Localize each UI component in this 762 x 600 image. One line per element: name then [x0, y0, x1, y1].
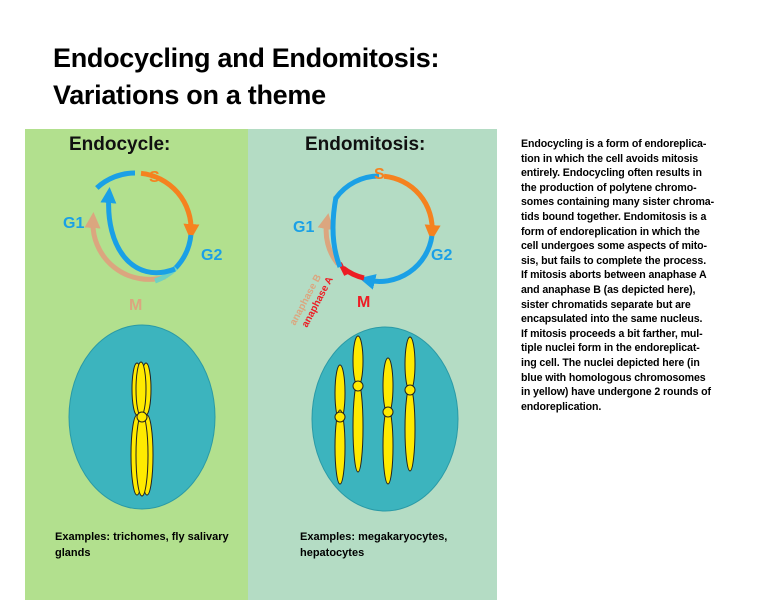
endocycle-g1-label: G1 [63, 215, 84, 232]
description-line: somes containing many sister chroma- [521, 196, 715, 209]
endomitosis-panel: Endomitosis: S G2 M G1 anaphase B anapha… [248, 129, 497, 600]
chromosome-3 [382, 357, 394, 485]
description-line: If mitosis proceeds a bit farther, mul- [521, 327, 703, 340]
title-line-2: Variations on a theme [53, 80, 326, 110]
endocycle-mg1-arc [154, 266, 178, 284]
description-line: endoreplication. [521, 400, 602, 413]
page-title: Endocycling and Endomitosis: Variations … [53, 40, 439, 114]
description-line: in yellow) have undergone 2 rounds of [521, 386, 711, 399]
description-line: Endocycling is a form of endoreplica- [521, 138, 707, 150]
description-line: entirely. Endocycling often results in [521, 167, 702, 180]
description-line: ing cell. The nuclei depicted here (in [521, 356, 700, 369]
endocycle-g2-arc [173, 234, 194, 271]
description-line: tiple nuclei form in the endoreplicat- [521, 342, 700, 355]
endocycle-s-label: S [149, 169, 160, 186]
endocycle-m-label: M [129, 297, 142, 314]
description-line: sister chromatids separate but are [521, 298, 691, 311]
endomitosis-examples: Examples: megakaryocytes, hepatocytes [300, 531, 448, 559]
endomitosis-g1-arc [333, 173, 380, 200]
endocycle-g1-arc [95, 170, 136, 190]
endomitosis-g1-label: G1 [293, 219, 314, 236]
description-line: the production of polytene chromo- [521, 181, 697, 194]
description-line: tids bound together. Endomitosis is a [521, 210, 707, 223]
endomitosis-m-label: M [357, 294, 370, 311]
endomitosis-diagram: S G2 M G1 anaphase B anaphase A [288, 166, 459, 512]
endocycle-m-arc [84, 212, 166, 282]
endomitosis-skip-arrow [330, 196, 343, 268]
endocycle-examples: Examples: trichomes, fly salivary glands [55, 531, 229, 559]
endocycle-g2-label: G2 [201, 247, 222, 264]
chromosome-2 [352, 335, 364, 473]
endomitosis-s-label: S [374, 166, 385, 183]
description-line: form of endoreplication in which the [521, 225, 700, 238]
endomitosis-g2-label: G2 [431, 247, 452, 264]
description-line: tion in which the cell avoids mitosis [521, 152, 699, 165]
description-line: encapsulated into the same nucleus. [521, 313, 703, 326]
endomitosis-g2-arc [359, 235, 435, 290]
polytene-centromere [136, 411, 148, 423]
description-line: If mitosis aborts between anaphase A [521, 269, 707, 282]
endocycle-s-arc [140, 170, 200, 240]
description-line: and anaphase B (as depicted here), [521, 283, 696, 296]
description-text: Endocycling is a form of endoreplica- ti… [521, 137, 754, 414]
description-line: sis, but fails to complete the process. [521, 254, 707, 267]
endomitosis-s-arc [383, 173, 441, 241]
endocycle-heading: Endocycle: [69, 134, 171, 155]
title-line-1: Endocycling and Endomitosis: [53, 43, 440, 73]
polytene-chromosome [130, 361, 154, 497]
endomitosis-heading: Endomitosis: [305, 134, 426, 155]
description-line: cell undergoes some aspects of mito- [521, 240, 707, 253]
endocycle-panel: Endocycle: S G2 M G1 [25, 129, 248, 600]
endocycle-diagram: S G2 M G1 [63, 169, 222, 510]
chromosome-4 [404, 336, 416, 472]
description-line: blue with homologous chromosomes [521, 371, 706, 384]
endocycle-skip-arrow [100, 187, 176, 276]
chromosome-1 [334, 364, 346, 485]
